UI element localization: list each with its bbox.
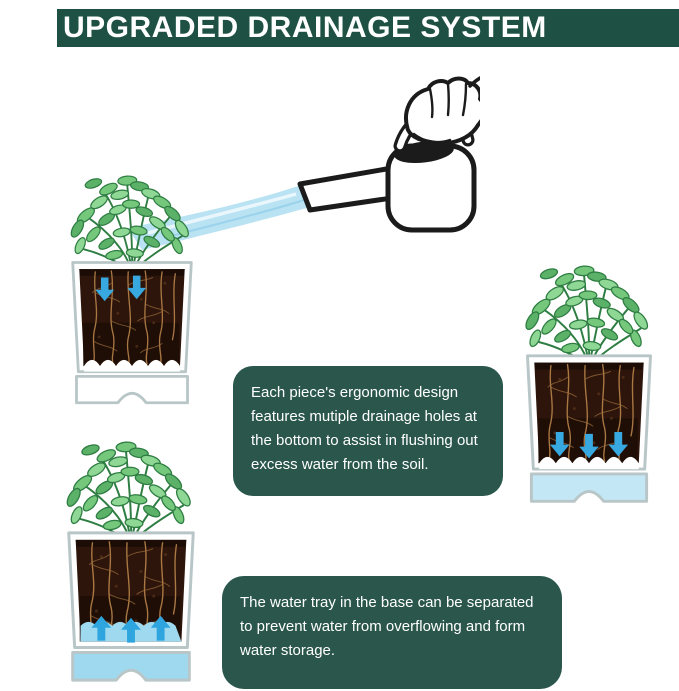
watering-scene-illustration: [128, 75, 480, 250]
plant-foliage: [67, 174, 192, 273]
callout-text: Each piece's ergonomic design features m…: [251, 384, 478, 473]
planter-water-storage-illustration: [63, 440, 195, 682]
watering-can-opening: [394, 140, 454, 164]
hand-icon: [404, 75, 480, 146]
watering-can-spout: [297, 165, 395, 213]
water-tray: [529, 472, 649, 503]
pot-with-soil: [71, 261, 193, 374]
base-tray: [75, 374, 189, 405]
callout-water-tray: The water tray in the base can be separa…: [222, 576, 562, 689]
callout-drainage-holes: Each piece's ergonomic design features m…: [233, 366, 503, 496]
page-title: UPGRADED DRAINAGE SYSTEM: [63, 11, 547, 44]
plant-foliage: [522, 264, 652, 367]
watering-can-icon: [297, 107, 477, 233]
water-tray: [71, 650, 191, 682]
up-arrows-icon: [91, 615, 171, 643]
header-banner: UPGRADED DRAINAGE SYSTEM: [57, 9, 679, 47]
planter-bottom-drainage-illustration: [522, 264, 652, 503]
callout-text: The water tray in the base can be separa…: [240, 594, 534, 659]
planter-top-drainage-illustration: [67, 174, 193, 405]
plant-foliage: [63, 440, 194, 544]
